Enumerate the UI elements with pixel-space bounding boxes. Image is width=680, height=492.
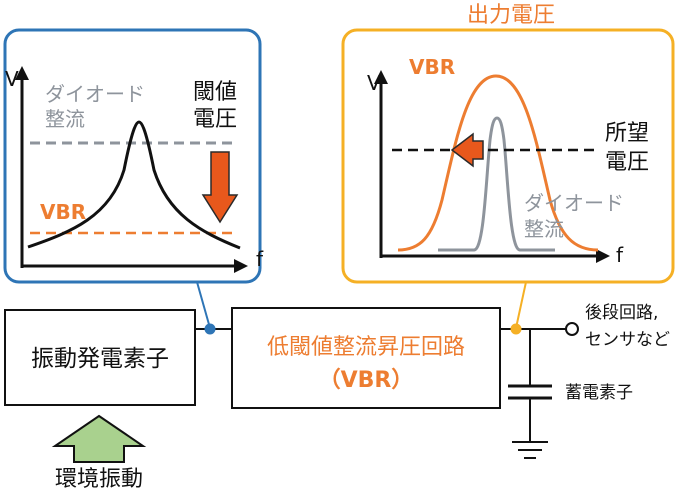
right-panel-frame xyxy=(341,28,675,284)
left-diode-label-line2: 整流 xyxy=(45,107,85,131)
env-vibration-arrow xyxy=(51,414,147,463)
right-probe-node xyxy=(510,323,522,335)
rectifier-block xyxy=(231,307,501,409)
left-diode-label-line1: ダイオード xyxy=(45,82,145,106)
right-panel-title: 出力電圧 xyxy=(467,3,555,28)
right-diode-label-line1: ダイオード xyxy=(524,191,624,215)
right-x-axis-label: f xyxy=(616,243,624,267)
right-panel: 出力電圧 V f VBR 所望 電圧 ダイオード 整流 xyxy=(341,3,675,284)
left-x-axis-label: f xyxy=(256,247,264,271)
left-threshold-label-line2: 電圧 xyxy=(193,107,237,132)
generator-block xyxy=(4,309,196,406)
storage-label: 蓄電素子 xyxy=(565,383,633,403)
right-vbr-output-curve xyxy=(397,74,599,252)
left-y-axis-arrowhead xyxy=(15,66,29,80)
left-probe-node xyxy=(204,323,216,335)
left-panel: V f ダイオード 整流 閾値 電圧 VBR xyxy=(3,28,264,284)
rectifier-label-line1: 低閾値整流昇圧回路 xyxy=(267,335,465,360)
right-diode-output-curve xyxy=(438,116,555,252)
output-terminal xyxy=(565,322,579,336)
right-desired-label-line1: 所望 xyxy=(605,121,649,146)
left-x-axis-arrowhead xyxy=(234,259,248,273)
left-callout-line xyxy=(196,281,211,329)
right-desired-label-line2: 電圧 xyxy=(605,150,649,175)
right-vbr-label: VBR xyxy=(409,55,455,79)
rectifier-label-line2: （VBR） xyxy=(319,368,414,393)
circuit: 振動発電素子 低閾値整流昇圧回路 （VBR） 後段回路, センサなど 蓄電素子 … xyxy=(4,281,670,492)
right-diode-label-line2: 整流 xyxy=(524,217,564,241)
right-y-axis-arrowhead xyxy=(374,70,388,84)
right-callout-line xyxy=(515,281,527,329)
env-vibration-label: 環境振動 xyxy=(55,467,143,492)
left-threshold-label-line1: 閾値 xyxy=(193,80,237,105)
right-left-arrow xyxy=(450,132,484,168)
left-resonance-curve xyxy=(27,120,241,250)
left-y-axis-label: V xyxy=(5,67,19,91)
left-panel-frame xyxy=(3,28,262,284)
output-label-line2: センサなど xyxy=(585,330,670,350)
output-label-line1: 後段回路, xyxy=(585,303,658,323)
right-y-axis-label: V xyxy=(367,71,381,95)
right-x-axis-arrowhead xyxy=(596,249,610,263)
left-down-arrow xyxy=(201,151,239,224)
left-vbr-label: VBR xyxy=(40,200,86,224)
generator-label: 振動発電素子 xyxy=(31,346,169,372)
